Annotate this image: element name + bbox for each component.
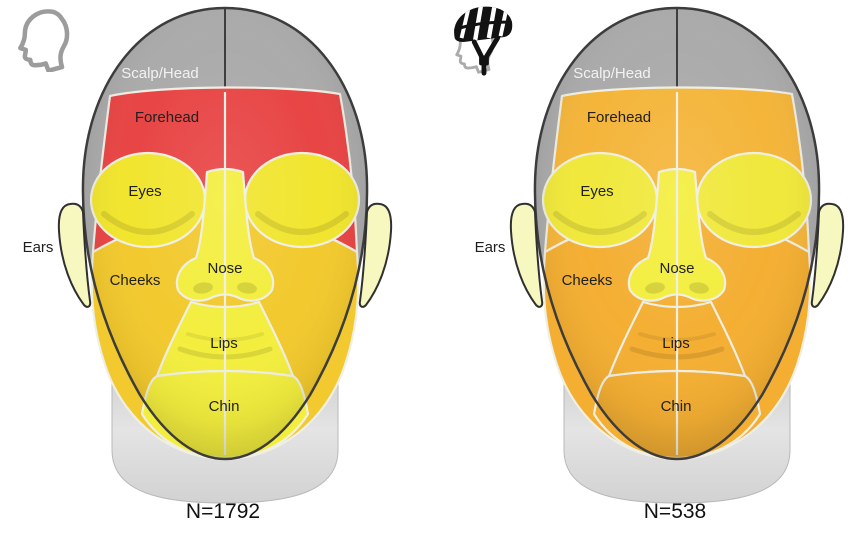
chin-label: Chin [209, 398, 240, 415]
head-outline [533, 6, 821, 461]
nose-label: Nose [659, 260, 694, 277]
lips-label: Lips [210, 335, 238, 352]
cheeks-label: Cheeks [110, 272, 161, 289]
eyes-label: Eyes [580, 183, 613, 200]
scalp-label: Scalp/Head [573, 65, 651, 82]
strap-buckle [479, 55, 489, 66]
bare-head-profile-icon [18, 9, 70, 72]
region-ear-left [509, 202, 544, 308]
face-map-no-helmet: Scalp/Head Forehead Eyes Ears Cheeks Nos… [23, 6, 393, 523]
cheeks-label: Cheeks [562, 272, 613, 289]
forehead-label: Forehead [135, 109, 199, 126]
bike-helmet-head-icon [454, 6, 513, 76]
ears-label: Ears [23, 239, 54, 256]
face-shading [534, 8, 820, 459]
nose-label: Nose [207, 260, 242, 277]
ears-label: Ears [475, 239, 506, 256]
face-shading [82, 8, 368, 459]
head-outline [81, 6, 369, 461]
helmet-vents [454, 6, 513, 41]
face-map-helmet: Scalp/Head Forehead Eyes Ears Cheeks Nos… [475, 6, 845, 523]
chin-label: Chin [661, 398, 692, 415]
region-ear-right [358, 202, 393, 308]
region-ear-right [810, 202, 845, 308]
lips-label: Lips [662, 335, 690, 352]
forehead-label: Forehead [587, 109, 651, 126]
scalp-label: Scalp/Head [121, 65, 199, 82]
region-ear-left [57, 202, 92, 308]
sample-size-label: N=1792 [186, 500, 260, 523]
eyes-label: Eyes [128, 183, 161, 200]
sample-size-label: N=538 [644, 500, 706, 523]
